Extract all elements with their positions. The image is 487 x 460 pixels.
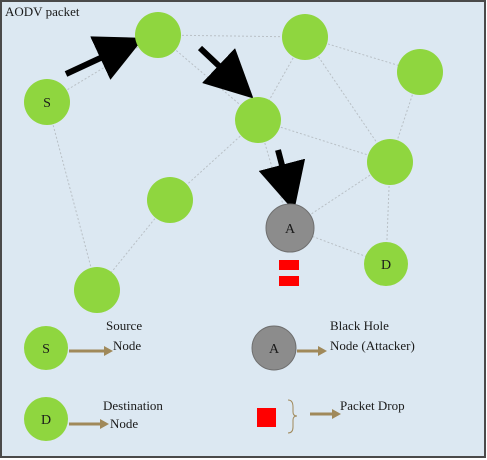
packet-arrow (197, 45, 254, 99)
legend-arrow-head (332, 409, 341, 419)
legend-source-text-2: Node (113, 338, 141, 353)
legend-packet-drop-square (257, 408, 276, 427)
network-nodes: S A D (24, 12, 443, 313)
source-node-label: S (43, 96, 51, 111)
dropped-packet (279, 260, 299, 270)
legend-destination-text-1: Destination (103, 398, 163, 413)
legend-arrow-head (318, 346, 327, 356)
node (397, 49, 443, 95)
dropped-packet (279, 276, 299, 286)
source-node (24, 79, 70, 125)
legend-attacker-node (251, 325, 297, 371)
node (235, 97, 281, 143)
packet-arrow (64, 36, 144, 80)
legend-source-text-1: Source (106, 318, 142, 333)
legend-source-label: S (42, 342, 50, 357)
legend-destination-node (24, 397, 68, 441)
legend-arrow-head (100, 419, 109, 429)
packet-path (64, 36, 306, 212)
node (282, 14, 328, 60)
attacker-node (265, 203, 315, 253)
node (74, 267, 120, 313)
legend-blackhole-text-1: Black Hole (330, 318, 389, 333)
link (304, 36, 391, 163)
diagram-title: AODV packet (5, 4, 80, 19)
packet-arrow (258, 149, 306, 212)
node (367, 139, 413, 185)
legend-attacker-label: A (269, 342, 280, 357)
link (157, 34, 306, 38)
node (135, 12, 181, 58)
link (257, 119, 391, 163)
legend-destination-text-2: Node (110, 416, 138, 431)
legend-packet-drop-text: Packet Drop (340, 398, 405, 413)
legend-destination-label: D (41, 413, 51, 428)
legend-arrow-head (104, 346, 113, 356)
legend: S Source Node A Black Hole Node (Attacke… (24, 318, 415, 441)
node (147, 177, 193, 223)
link (46, 101, 98, 291)
attacker-node-label: A (285, 222, 296, 237)
legend-blackhole-text-2: Node (Attacker) (330, 338, 415, 353)
legend-source-node (24, 326, 68, 370)
legend-packet-drop-bracket (287, 399, 298, 434)
destination-node-label: D (381, 258, 391, 273)
dropped-packets (279, 260, 299, 286)
destination-node (364, 242, 408, 286)
